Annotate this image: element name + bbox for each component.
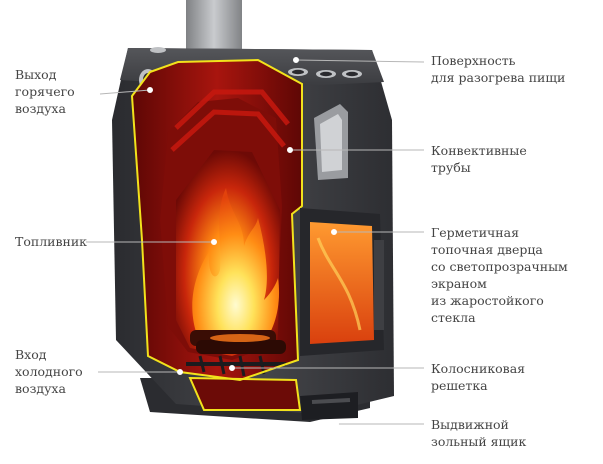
- label-line: экраном: [431, 276, 487, 291]
- label-cooking-surface: Поверхность для разогрева пищи: [431, 52, 565, 86]
- label-line: топочная дверца: [431, 242, 543, 257]
- ash-pit-outline: [188, 376, 302, 411]
- label-line: Вход: [15, 347, 47, 362]
- label-ash-drawer: Выдвижной зольный ящик: [431, 416, 526, 450]
- door-hinge: [374, 240, 384, 330]
- leader-hot-air-outlet: [99, 89, 151, 95]
- glass-reflection: [316, 237, 362, 331]
- callout-dots: [147, 57, 339, 427]
- label-line: холодного: [15, 364, 83, 379]
- burning-logs: [190, 330, 286, 354]
- ash-drawer: [300, 392, 358, 420]
- label-line: воздуха: [15, 381, 66, 396]
- convection-tubes-cut: [170, 89, 290, 152]
- label-hot-air-outlet: Выход горячего воздуха: [15, 66, 75, 117]
- label-cold-air-inlet: Вход холодного воздуха: [15, 346, 83, 397]
- label-line: Конвективные: [431, 143, 527, 158]
- label-line: Герметичная: [431, 225, 519, 240]
- label-line: для разогрева пищи: [431, 70, 566, 85]
- label-line: горячего: [15, 84, 75, 99]
- leader-cooking-surface: [295, 59, 425, 63]
- label-convection-tubes: Конвективные трубы: [431, 142, 527, 176]
- grate-bars: [186, 355, 286, 377]
- ash-pit: [190, 378, 300, 410]
- label-firebox: Топливник: [15, 233, 87, 250]
- top-openings: [150, 47, 362, 78]
- label-line: из жаростойкого: [431, 293, 544, 308]
- label-line: трубы: [431, 160, 471, 175]
- flames: [192, 188, 280, 344]
- label-grate: Колосниковая решетка: [431, 360, 525, 394]
- label-line: со светопрозрачным: [431, 259, 568, 274]
- label-line: стекла: [431, 310, 476, 325]
- label-line: зольный ящик: [431, 434, 527, 449]
- nameplate-emblem: [314, 104, 348, 180]
- leader-lines: [86, 59, 425, 425]
- cutaway-outline: [130, 58, 303, 382]
- label-line: Колосниковая: [431, 361, 526, 376]
- label-line: Выход: [15, 67, 57, 82]
- label-line: Поверхность: [431, 53, 516, 68]
- label-line: Топливник: [15, 234, 87, 249]
- label-line: решетка: [431, 378, 488, 393]
- label-sealed-door: Герметичная топочная дверца со светопроз…: [431, 224, 568, 326]
- label-line: Выдвижной: [431, 417, 509, 432]
- label-line: воздуха: [15, 101, 66, 116]
- ash-drawer-handle: [311, 398, 351, 404]
